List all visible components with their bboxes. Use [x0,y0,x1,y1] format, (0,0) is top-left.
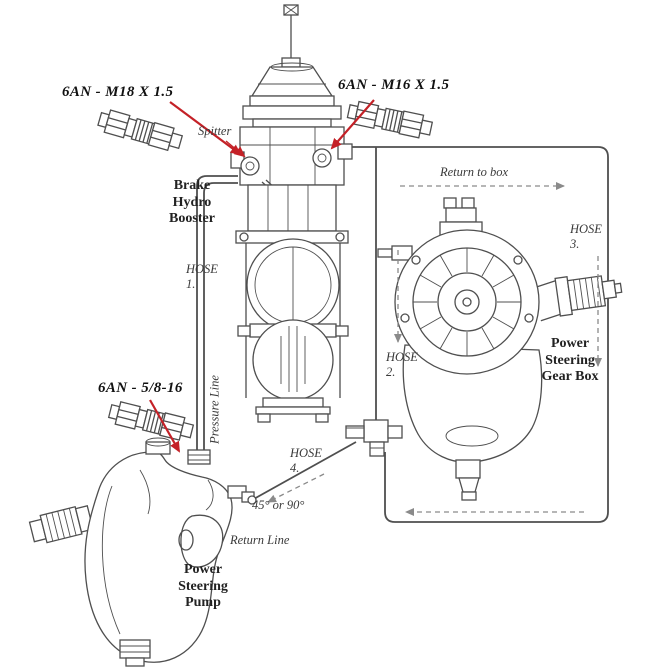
hose-4-flow-arrow [267,473,325,503]
pitman-shaft [455,459,481,479]
5-8-callout-arrow [149,399,180,453]
brake-hydro-booster-drawing [230,4,353,423]
pressure-line-outer [196,175,238,452]
booster-right-port [337,143,353,160]
spitter-callout-arrow [225,140,246,158]
hose-lines [196,146,609,523]
an-fitting-5-8-drawing [106,399,196,444]
gear-box-sector-lines [413,248,521,356]
pump-drive-shaft [28,505,94,544]
pressure-line-inner [203,182,238,452]
an-fitting-m16-drawing [345,99,434,141]
m18-callout-arrow [169,101,242,156]
gear-box-drawing [377,197,623,501]
pump-body [84,451,233,663]
an-fitting-m18-drawing [95,107,185,154]
m16-callout-arrow [330,99,375,150]
pump-pressure-port [187,449,211,465]
pump-drawing [28,437,257,667]
hose-3-return-loop [348,146,609,523]
flow-arrows [267,182,602,516]
tee-fitting-drawing [345,419,403,457]
gear-box-input-shaft [535,275,623,322]
return-line-hose [251,441,357,501]
red-callout-arrows [149,99,375,453]
pump-filler-neck [145,441,171,455]
